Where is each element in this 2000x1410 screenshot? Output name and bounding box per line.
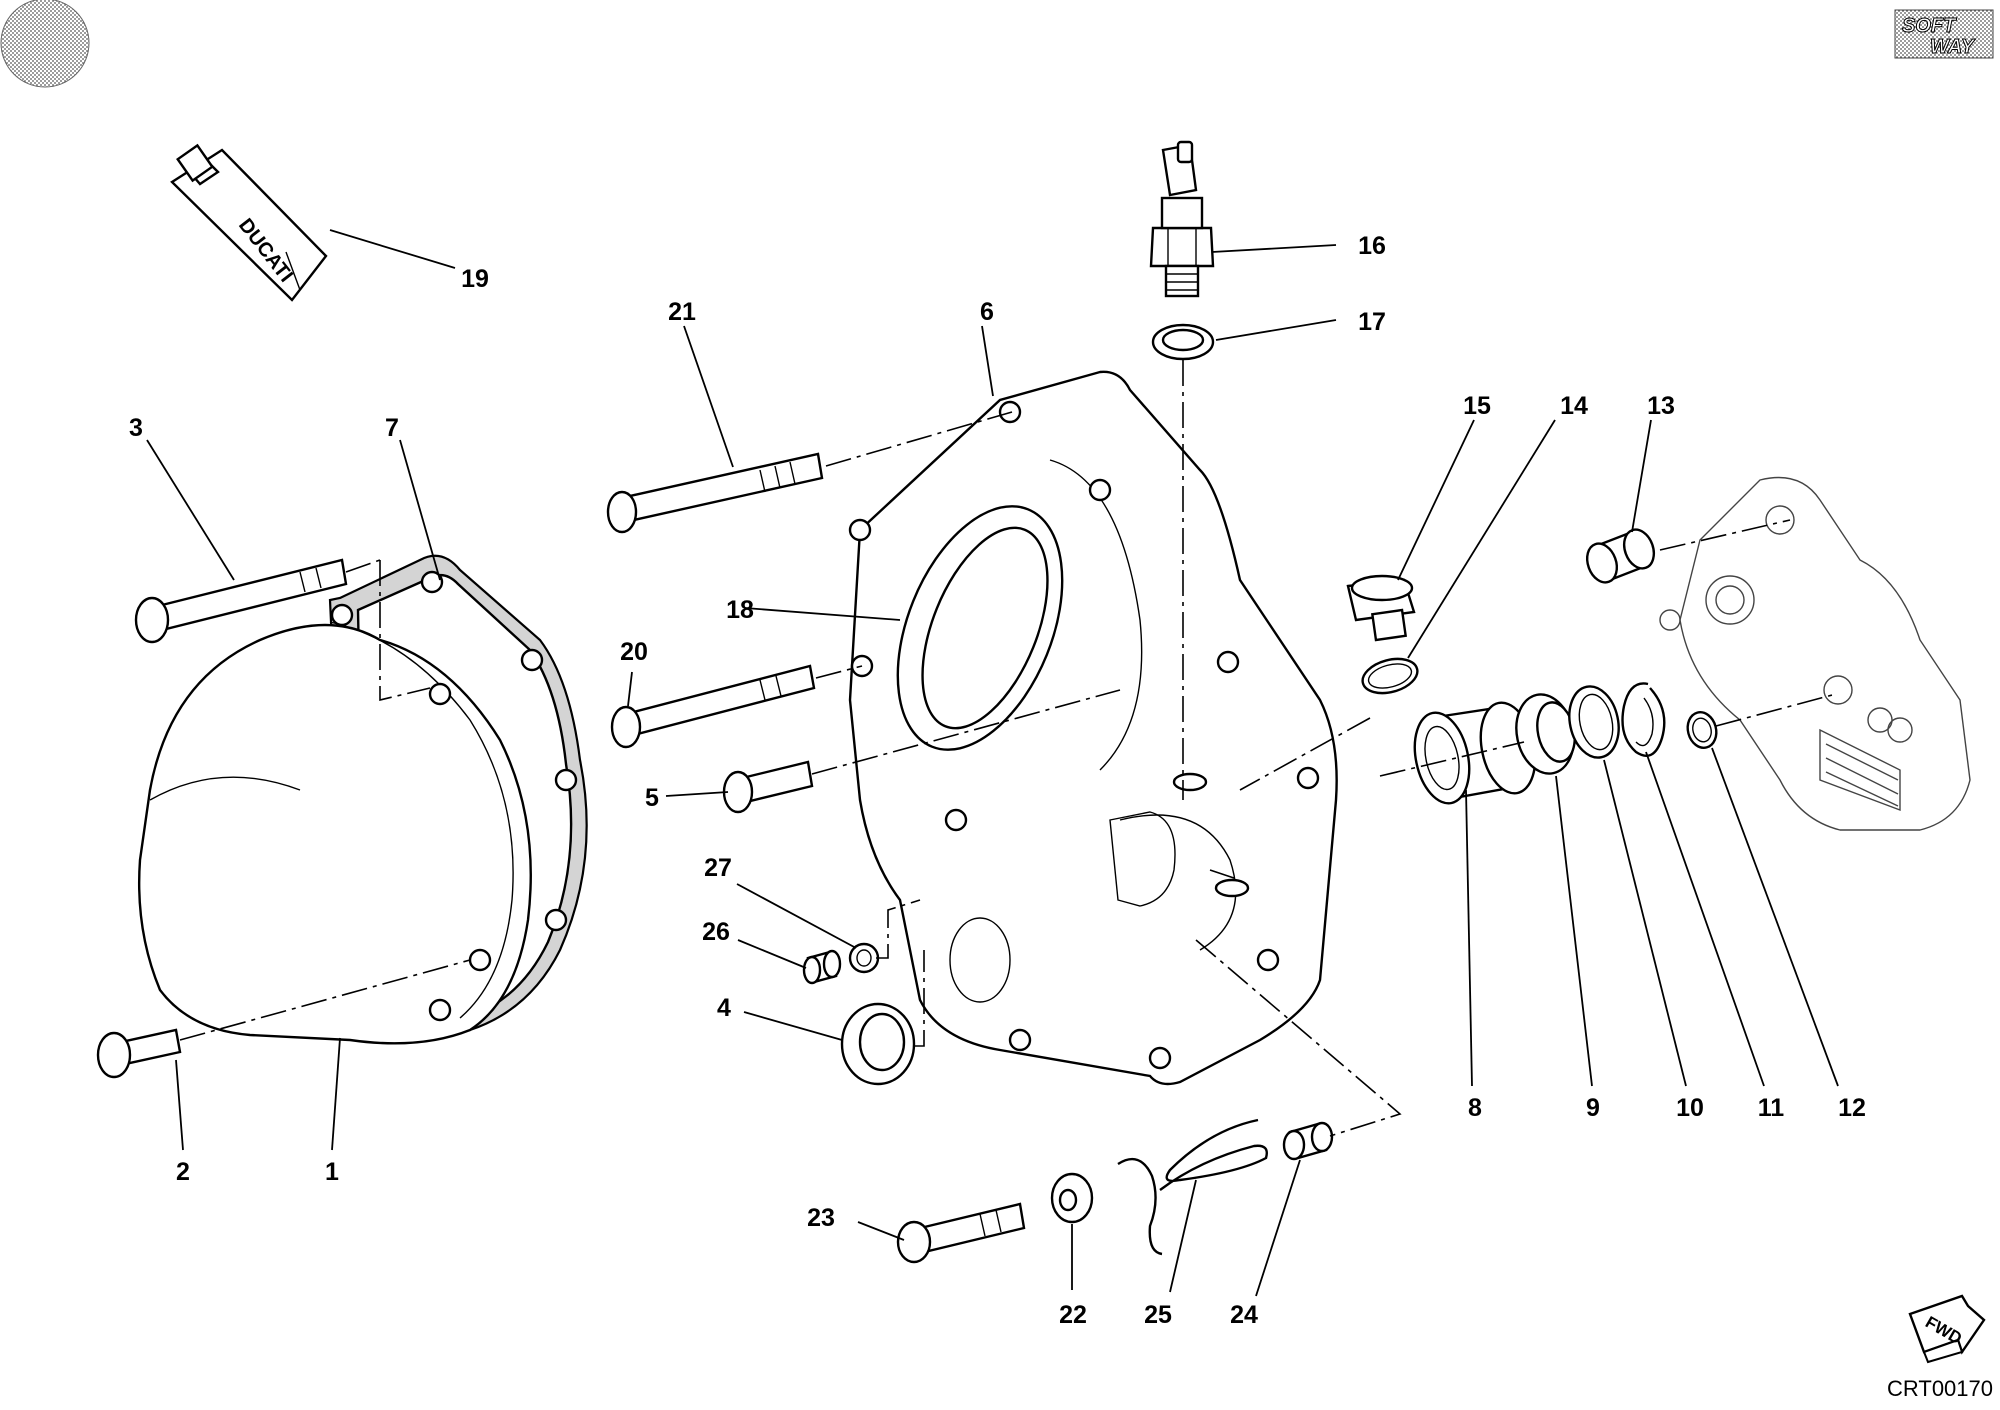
- part-23-screw: [896, 1202, 1026, 1264]
- logo-text-top: SOFT: [1902, 15, 1957, 37]
- part-17-sealing-washer: [1151, 323, 1215, 361]
- part-1-clutch-cover: [137, 603, 532, 1045]
- part-18-oil-seal: [896, 505, 1064, 751]
- part-19-sealant-tube: DUCATI: [170, 143, 328, 302]
- logo-text-bottom: WAY: [1930, 36, 1976, 58]
- part-22-washer: [1050, 1172, 1094, 1224]
- part-label-7: 7: [385, 414, 399, 442]
- part-24-bushing: [1282, 1121, 1334, 1161]
- part-label-20: 20: [620, 638, 648, 666]
- part-13-bushing: [1585, 528, 1656, 584]
- part-15-oil-plug: [1346, 574, 1416, 642]
- part-12-o-ring: [1686, 711, 1718, 749]
- part-label-24: 24: [1230, 1301, 1258, 1329]
- part-2-screw: [96, 1028, 182, 1079]
- part-label-16: 16: [1358, 232, 1386, 260]
- assembly-centerlines: [179, 360, 1837, 1137]
- part-label-25: 25: [1144, 1301, 1172, 1329]
- part-20-screw: [610, 664, 816, 749]
- engine-case-outline: [1659, 476, 1971, 831]
- part-label-4: 4: [717, 994, 731, 1022]
- part-label-11: 11: [1758, 1094, 1785, 1122]
- part-11-circlip: [1621, 682, 1666, 757]
- part-label-15: 15: [1463, 392, 1491, 420]
- part-label-19: 19: [461, 265, 489, 293]
- part-label-17: 17: [1358, 308, 1386, 336]
- forward-direction-arrow-icon: FWD: [1908, 1294, 1986, 1364]
- part-26-bushing: [802, 949, 842, 985]
- part-number-labels: 1 2 3 4 5 6 7 8 9 10 11 12 13 14 15 16 1…: [129, 232, 1866, 1329]
- part-label-10: 10: [1676, 1094, 1704, 1122]
- part-label-1: 1: [325, 1158, 339, 1186]
- part-label-12: 12: [1838, 1094, 1866, 1122]
- part-5-screw: [722, 760, 814, 814]
- part-label-13: 13: [1647, 392, 1675, 420]
- part-label-5: 5: [645, 784, 659, 812]
- part-10-ring: [1568, 685, 1620, 759]
- part-9-bearing: [1515, 693, 1576, 775]
- part-16-temperature-sensor: [1149, 140, 1215, 298]
- part-14-o-ring: [1361, 657, 1419, 695]
- part-label-9: 9: [1586, 1094, 1600, 1122]
- part-4-seal: [840, 1002, 916, 1086]
- part-label-8: 8: [1468, 1094, 1482, 1122]
- part-label-3: 3: [129, 414, 143, 442]
- part-label-26: 26: [702, 918, 730, 946]
- part-21-screw: [606, 452, 824, 534]
- drawing-code: CRT00170: [1887, 1376, 1993, 1401]
- part-label-2: 2: [176, 1158, 190, 1186]
- part-25-spring-clip: [1117, 1118, 1268, 1256]
- part-label-21: 21: [668, 298, 696, 326]
- part-label-18: 18: [726, 596, 754, 624]
- part-label-22: 22: [1059, 1301, 1087, 1329]
- part-3-screw: [134, 558, 348, 644]
- part-label-23: 23: [807, 1204, 835, 1232]
- softway-logo: SOFT WAY: [1894, 9, 1994, 59]
- corner-badge-icon: [0, 0, 90, 88]
- part-label-6: 6: [980, 298, 994, 326]
- part-27-washer: [848, 942, 880, 974]
- part-label-14: 14: [1560, 392, 1588, 420]
- leader-lines: [146, 229, 1839, 1297]
- part-label-27: 27: [704, 854, 732, 882]
